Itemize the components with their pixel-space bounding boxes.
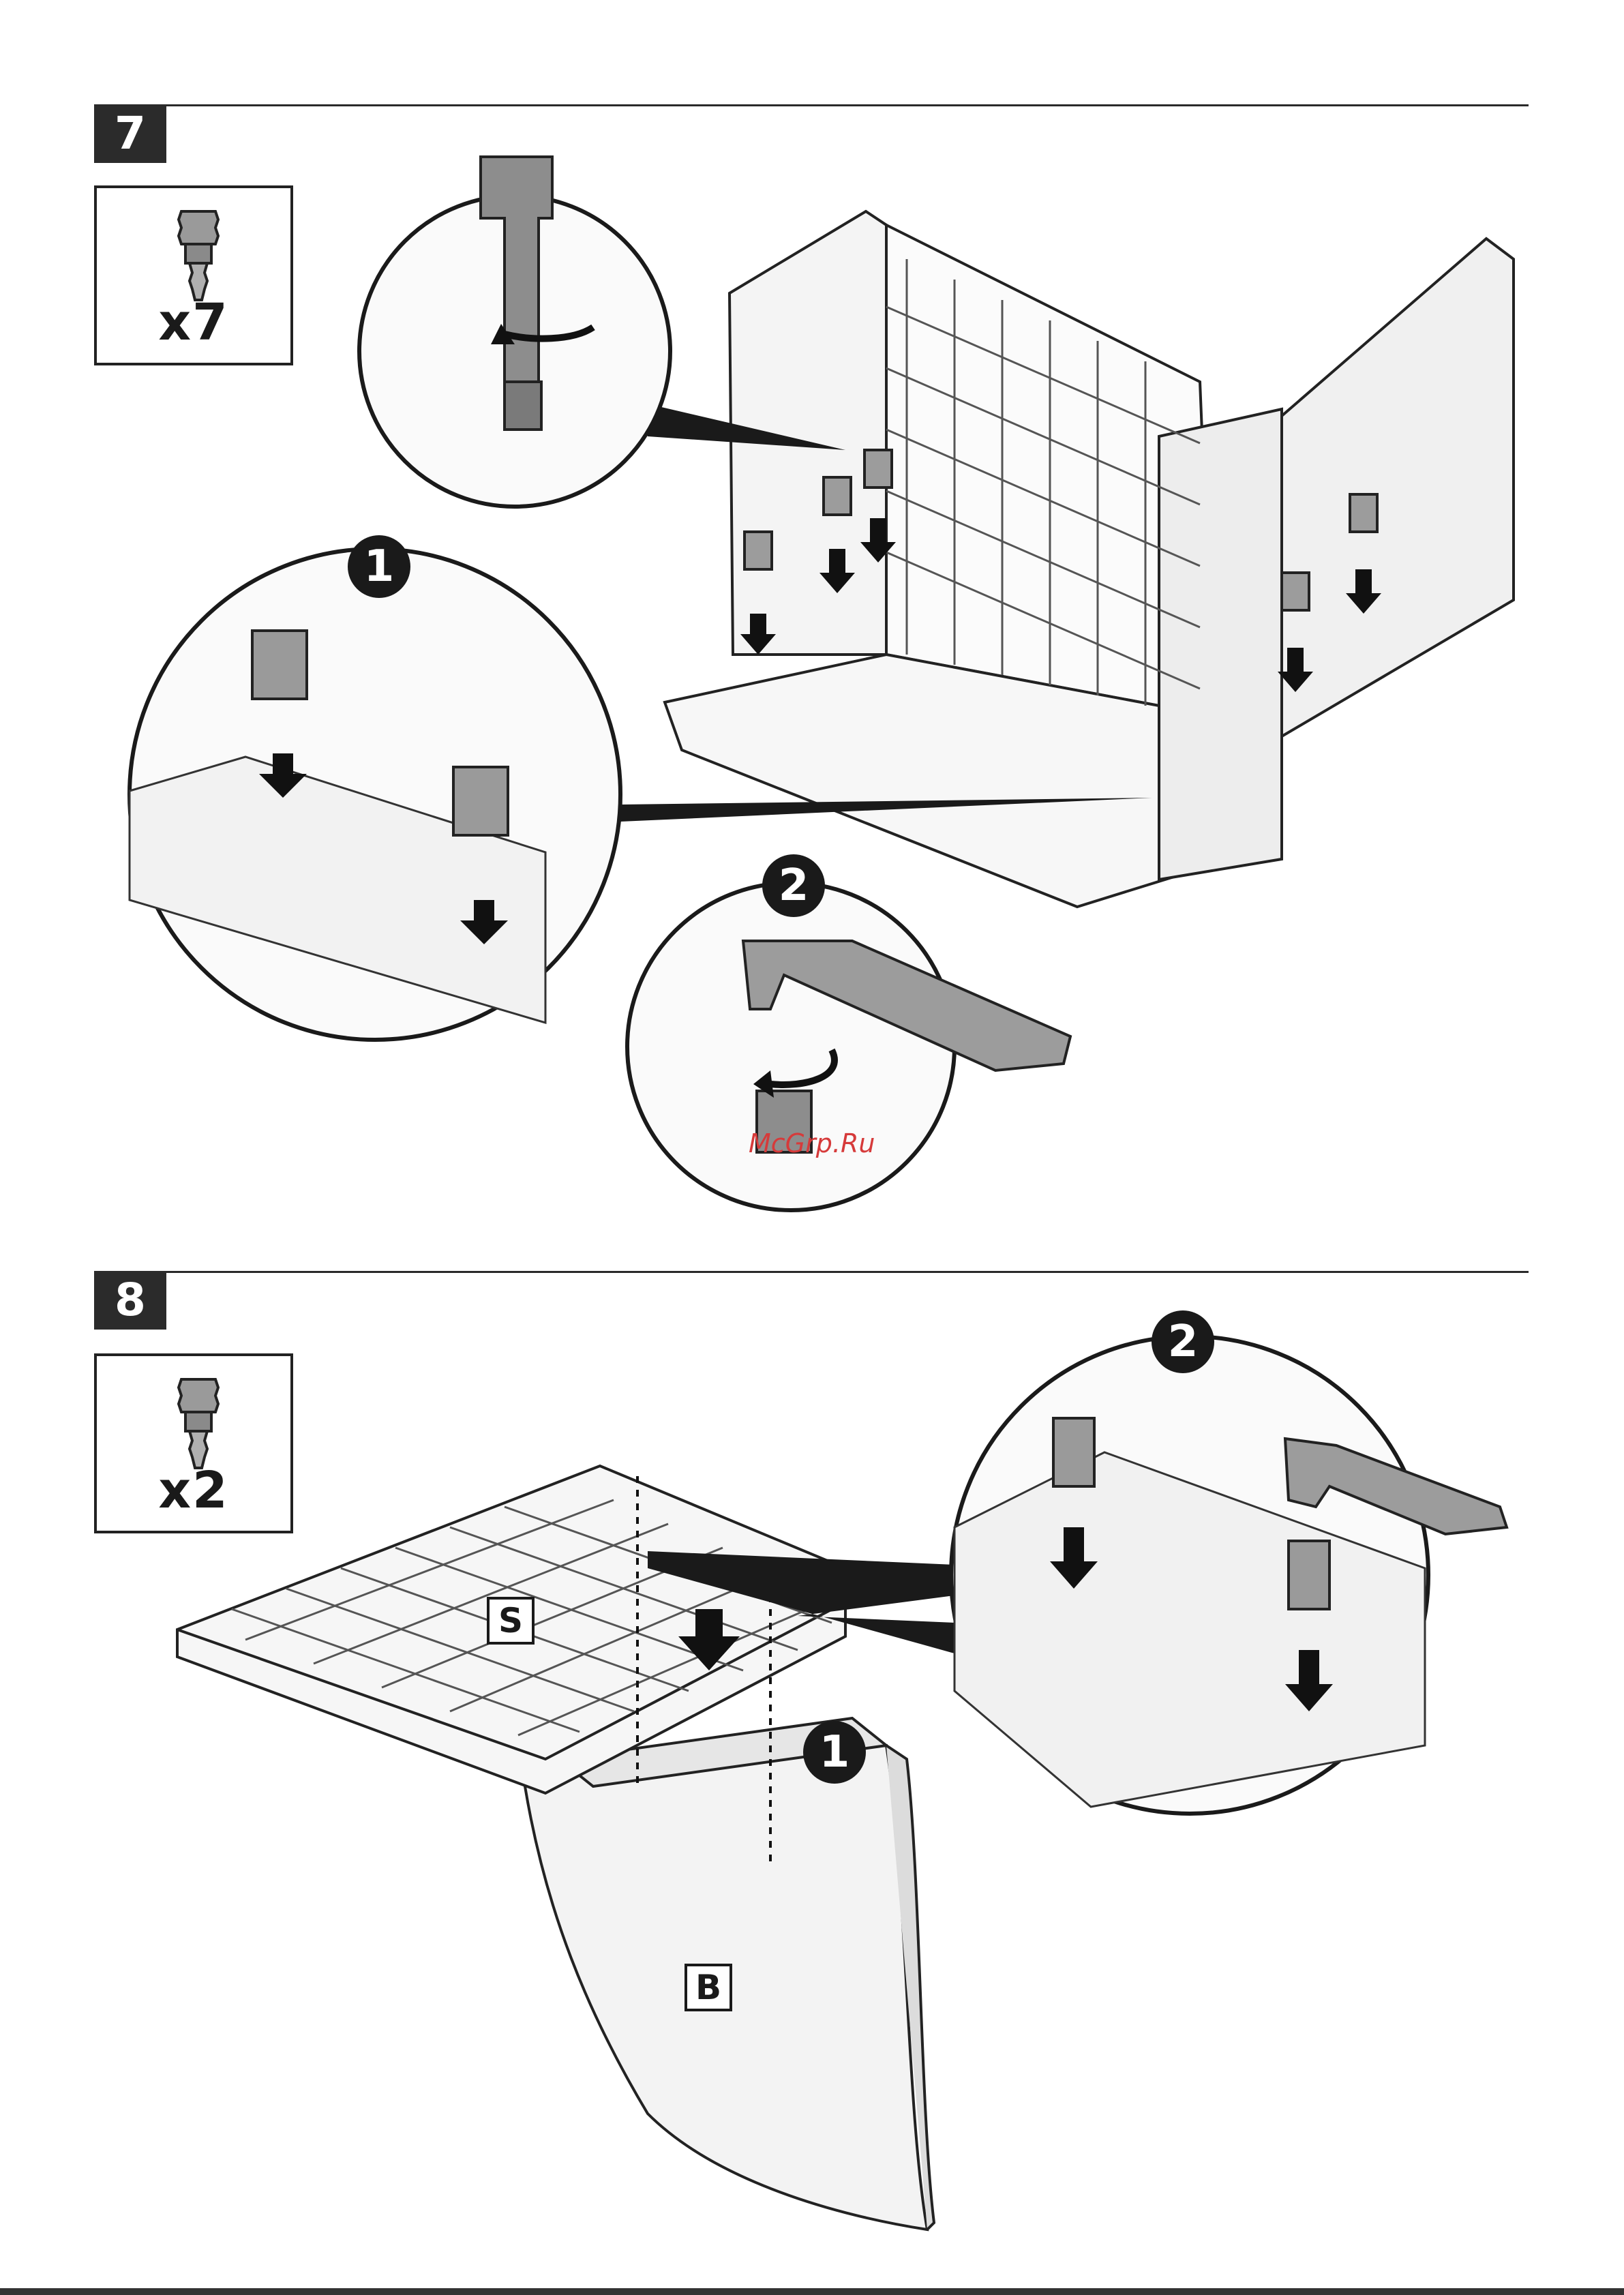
step-7-callout-1: 1 [348,535,410,598]
step-8-callout-1: 1 [803,1721,866,1784]
step-8-badge: 8 [94,1271,166,1330]
detail-circle-right [627,883,1070,1210]
step-7-illustration [0,0,1624,1268]
part-label-s: S [487,1597,535,1645]
step-8-divider [94,1271,1529,1273]
detail-circle-step-8 [648,1336,1507,1814]
step-8-callout-2: 2 [1152,1310,1214,1373]
step-8-quantity-box: x2 [94,1353,293,1533]
watermark: McGrp.Ru [749,1128,875,1158]
step-8-quantity-label: x2 [97,1461,290,1520]
part-label-b: B [685,1964,732,2011]
screw-peg-icon [168,1372,229,1475]
step-7-callout-2: 2 [762,854,825,917]
bottom-edge-bar [0,2288,1624,2295]
